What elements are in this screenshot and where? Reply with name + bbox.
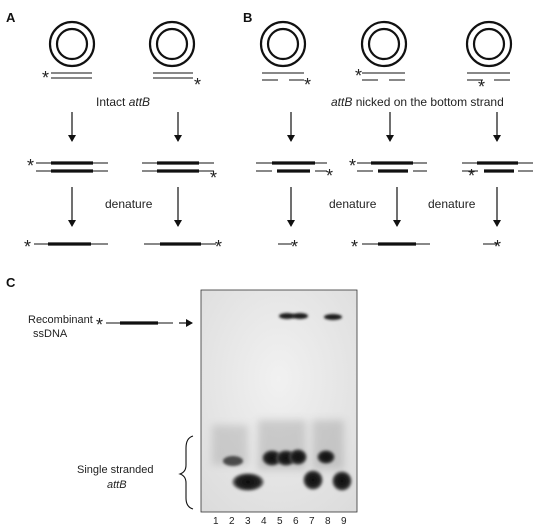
nicked-attb-label: attB nicked on the bottom strand — [331, 95, 504, 109]
recombinant-duplex: * — [256, 161, 333, 186]
label-star: * — [24, 237, 31, 257]
recombinant-label-line2: ssDNA — [33, 328, 68, 340]
single-strand: * — [351, 237, 430, 257]
panel-label-c: C — [6, 275, 16, 290]
denature-label: denature — [105, 197, 153, 211]
panel-c: Recombinant ssDNA * Single stranded attB — [28, 289, 358, 527]
bracket-icon — [178, 435, 194, 510]
label-star: * — [210, 168, 217, 188]
lane-number: 6 — [293, 516, 299, 527]
single-strand: * — [144, 237, 222, 257]
recombinant-duplex: * — [349, 156, 427, 176]
gel-band — [289, 449, 307, 465]
single-stranded-label-line2: attB — [107, 479, 127, 491]
plasmid-icon — [465, 20, 513, 68]
gel-band — [317, 450, 335, 464]
gel-band — [232, 473, 264, 491]
recombinant-duplex: * — [462, 161, 533, 186]
gel-band — [279, 313, 295, 319]
lane-number: 4 — [261, 516, 267, 527]
recombinant-duplex: * — [27, 156, 108, 176]
lane-number: 3 — [245, 516, 251, 527]
single-strand: * — [483, 237, 501, 257]
panel-label-b: B — [243, 10, 252, 25]
label-star: * — [355, 66, 362, 86]
gel-image — [200, 289, 358, 513]
lane-number: 7 — [309, 516, 315, 527]
label-star: * — [468, 166, 475, 186]
recombinant-duplex: * — [142, 161, 217, 188]
label-star: * — [215, 237, 222, 257]
label-star: * — [351, 237, 358, 257]
denature-label: denature — [329, 197, 377, 211]
attb-duplex-bottom-labeled: * — [153, 72, 201, 95]
lane-number: 2 — [229, 516, 235, 527]
intact-attb-label: Intact attB — [96, 95, 150, 109]
plasmid-icon — [48, 20, 96, 68]
plasmid-icon — [148, 20, 196, 68]
gel-band — [223, 456, 243, 466]
label-star: * — [27, 156, 34, 176]
single-strand: * — [24, 237, 108, 257]
nicked-duplex: * — [262, 72, 311, 95]
nicked-duplex: * — [355, 66, 405, 86]
panel-b: * * * attB nicked on the bottom strand * — [256, 20, 533, 257]
label-star: * — [194, 75, 201, 95]
single-strand: * — [278, 237, 298, 257]
lane-numbers: 1 2 3 4 5 6 7 8 9 — [213, 516, 347, 527]
lane-number: 8 — [325, 516, 331, 527]
label-star: * — [494, 237, 501, 257]
single-stranded-label: Single stranded — [77, 464, 153, 476]
lane-number: 1 — [213, 516, 219, 527]
lane-number: 5 — [277, 516, 283, 527]
label-star: * — [304, 75, 311, 95]
label-star: * — [42, 68, 49, 88]
gel-band — [303, 470, 323, 490]
attb-duplex-top-labeled: * — [42, 68, 92, 88]
recombinant-ssdna-schematic: * — [96, 315, 173, 335]
gel-band — [262, 450, 282, 466]
lane-number: 9 — [341, 516, 347, 527]
gel-band — [332, 471, 352, 491]
panel-a: * * Intact attB * * denature — [24, 20, 222, 257]
label-star: * — [291, 237, 298, 257]
plasmid-icon — [259, 20, 307, 68]
label-star: * — [96, 315, 103, 335]
nicked-duplex: * — [467, 72, 510, 97]
denature-label: denature — [428, 197, 476, 211]
gel-band — [324, 314, 342, 320]
plasmid-icon — [360, 20, 408, 68]
label-star: * — [349, 156, 356, 176]
label-star: * — [478, 77, 485, 97]
gel-band — [292, 313, 308, 319]
label-star: * — [326, 166, 333, 186]
recombinant-label: Recombinant — [28, 314, 93, 326]
panel-label-a: A — [6, 10, 16, 25]
